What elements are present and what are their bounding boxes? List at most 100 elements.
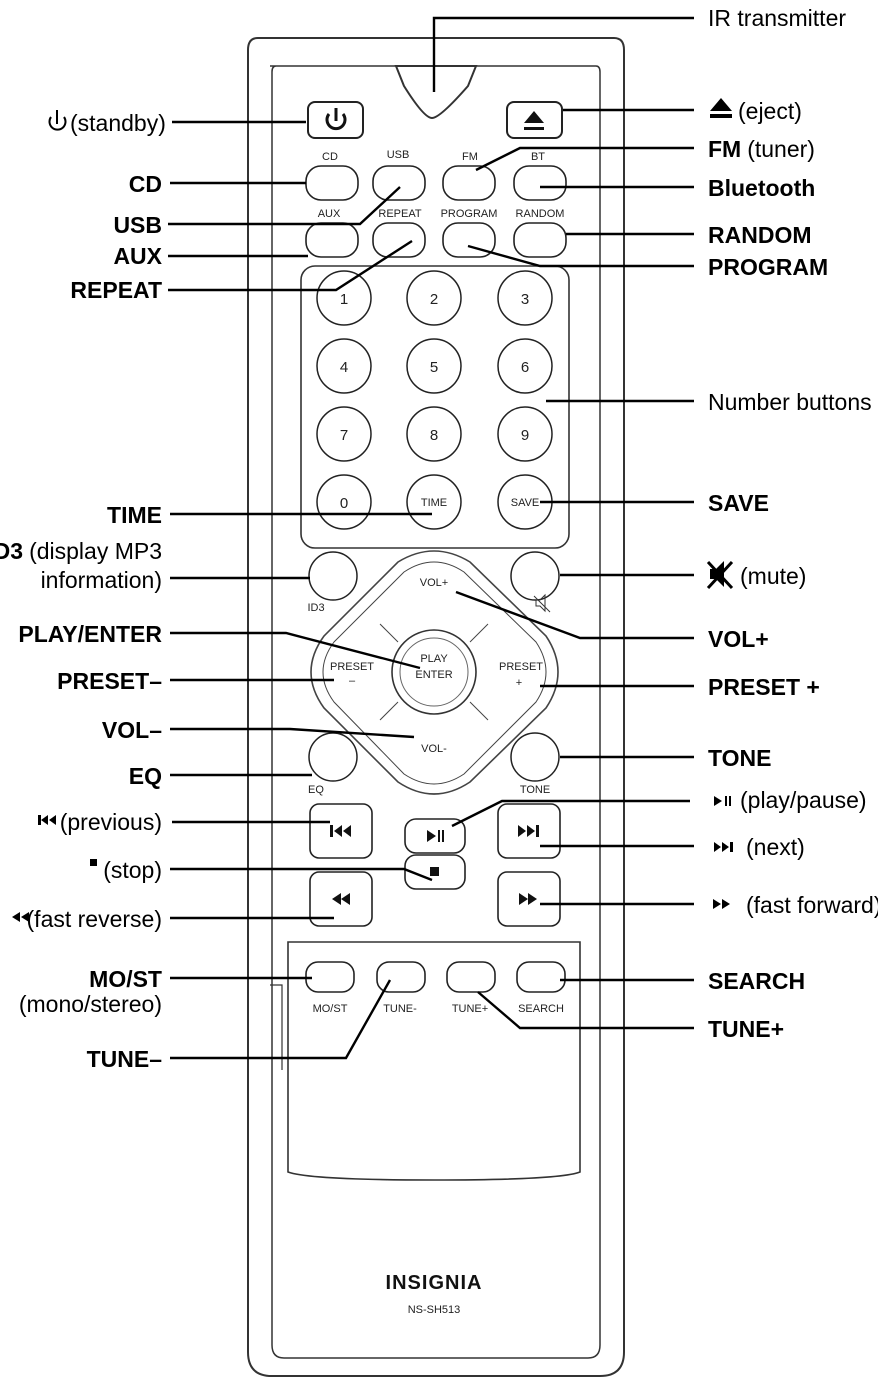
bt-label: BT bbox=[531, 151, 545, 163]
tune-plus-callout: TUNE+ bbox=[708, 1016, 784, 1042]
leader-lines bbox=[168, 16, 694, 1060]
aux-button[interactable] bbox=[305, 222, 359, 258]
tune-minus-label: TUNE- bbox=[383, 1003, 417, 1015]
fast-forward-callout: (fast forward) bbox=[746, 892, 878, 918]
play-pause-callout-icon bbox=[714, 796, 731, 806]
usb-callout: USB bbox=[113, 212, 162, 238]
standby-callout-icon bbox=[48, 110, 67, 131]
random-button[interactable] bbox=[513, 222, 567, 258]
stop-callout: (stop) bbox=[103, 857, 162, 883]
play-enter-callout: PLAY/ENTER bbox=[18, 621, 162, 647]
number-5-label: 5 bbox=[430, 359, 438, 376]
random-callout: RANDOM bbox=[708, 222, 812, 248]
eq-label: EQ bbox=[308, 784, 324, 796]
number-9-button[interactable] bbox=[497, 406, 553, 462]
search-label: SEARCH bbox=[518, 1003, 564, 1015]
search-callout: SEARCH bbox=[708, 968, 805, 994]
preset-left-sign: – bbox=[349, 675, 356, 687]
number-6-button[interactable] bbox=[497, 338, 553, 394]
preset-right-label: PRESET bbox=[499, 661, 543, 673]
eject-callout-icon bbox=[710, 98, 732, 118]
time-button[interactable] bbox=[406, 474, 462, 530]
number-0-label: 0 bbox=[340, 495, 348, 512]
number-2-label: 2 bbox=[430, 291, 438, 308]
number-1-label: 1 bbox=[340, 291, 348, 308]
number-9-label: 9 bbox=[521, 427, 529, 444]
vol-minus-callout: VOL– bbox=[102, 717, 162, 743]
fm-callout-bold: FM bbox=[708, 136, 741, 162]
number-7-button[interactable] bbox=[316, 406, 372, 462]
bt-button[interactable] bbox=[513, 165, 567, 201]
number-5-button[interactable] bbox=[406, 338, 462, 394]
program-label: PROGRAM bbox=[441, 208, 498, 220]
number-4-button[interactable] bbox=[316, 338, 372, 394]
program-callout: PROGRAM bbox=[708, 254, 828, 280]
standby-button[interactable] bbox=[307, 101, 364, 139]
eject-button[interactable] bbox=[506, 101, 563, 139]
vol-minus-button[interactable] bbox=[400, 738, 468, 768]
repeat-label: REPEAT bbox=[378, 208, 421, 220]
fm-callout: FM(tuner) bbox=[708, 136, 815, 162]
cd-label: CD bbox=[322, 151, 338, 163]
most-button[interactable] bbox=[305, 961, 355, 993]
repeat-button[interactable] bbox=[372, 222, 426, 258]
preset-left-label: PRESET bbox=[330, 661, 374, 673]
tune-plus-button[interactable] bbox=[446, 961, 496, 993]
play-pause-icon bbox=[427, 830, 444, 842]
number-3-button[interactable] bbox=[497, 270, 553, 326]
program-button[interactable] bbox=[442, 222, 496, 258]
number-2-button[interactable] bbox=[406, 270, 462, 326]
preset-minus-button[interactable] bbox=[318, 652, 378, 692]
id3-callout-bold: ID3 bbox=[0, 538, 23, 564]
search-button[interactable] bbox=[516, 961, 566, 993]
cd-button[interactable] bbox=[305, 165, 359, 201]
fm-button[interactable] bbox=[442, 165, 496, 201]
id3-callout-line2: information) bbox=[41, 567, 162, 593]
eq-button[interactable] bbox=[308, 732, 358, 782]
fast-reverse-callout-icon bbox=[12, 912, 29, 922]
number-8-button[interactable] bbox=[406, 406, 462, 462]
usb-button[interactable] bbox=[372, 165, 426, 201]
eject-callout: (eject) bbox=[738, 98, 802, 124]
number-buttons-callout: Number buttons bbox=[708, 389, 872, 415]
fm-label: FM bbox=[462, 151, 478, 163]
next-icon bbox=[518, 825, 539, 837]
repeat-callout: REPEAT bbox=[70, 277, 162, 303]
stop-icon bbox=[430, 867, 439, 876]
random-label: RANDOM bbox=[516, 208, 565, 220]
time-callout: TIME bbox=[107, 502, 162, 528]
vol-plus-label: VOL+ bbox=[420, 577, 448, 589]
id3-button[interactable] bbox=[308, 551, 358, 601]
mute-button[interactable] bbox=[510, 551, 560, 601]
eject-icon bbox=[524, 111, 544, 130]
preset-minus-callout: PRESET– bbox=[57, 668, 162, 694]
direction-pad bbox=[310, 550, 559, 795]
eq-callout: EQ bbox=[129, 763, 162, 789]
id3-callout: ID3 (display MP3 bbox=[0, 538, 162, 564]
number-1-button[interactable] bbox=[316, 270, 372, 326]
previous-callout-icon bbox=[38, 815, 56, 825]
previous-callout: (previous) bbox=[60, 809, 162, 835]
tone-button[interactable] bbox=[510, 732, 560, 782]
stop-callout-icon bbox=[90, 859, 97, 866]
tune-minus-button[interactable] bbox=[376, 961, 426, 993]
enter-label: ENTER bbox=[415, 669, 452, 681]
aux-callout: AUX bbox=[113, 243, 162, 269]
id3-callout-rest: (display MP3 bbox=[29, 538, 162, 564]
next-callout-icon bbox=[714, 842, 733, 852]
power-icon bbox=[325, 108, 347, 131]
time-label: TIME bbox=[421, 497, 447, 509]
fast-reverse-callout: (fast reverse) bbox=[27, 906, 162, 932]
most-callout-line2: (mono/stereo) bbox=[19, 991, 162, 1017]
standby-callout: (standby) bbox=[70, 110, 166, 136]
model-number: NS-SH513 bbox=[408, 1304, 461, 1316]
tune-plus-label: TUNE+ bbox=[452, 1003, 488, 1015]
previous-icon bbox=[330, 825, 351, 837]
number-0-button[interactable] bbox=[316, 474, 372, 530]
play-enter-button[interactable] bbox=[391, 629, 477, 715]
play-label: PLAY bbox=[420, 653, 448, 665]
next-callout: (next) bbox=[746, 834, 805, 860]
mute-small-icon bbox=[533, 593, 551, 613]
